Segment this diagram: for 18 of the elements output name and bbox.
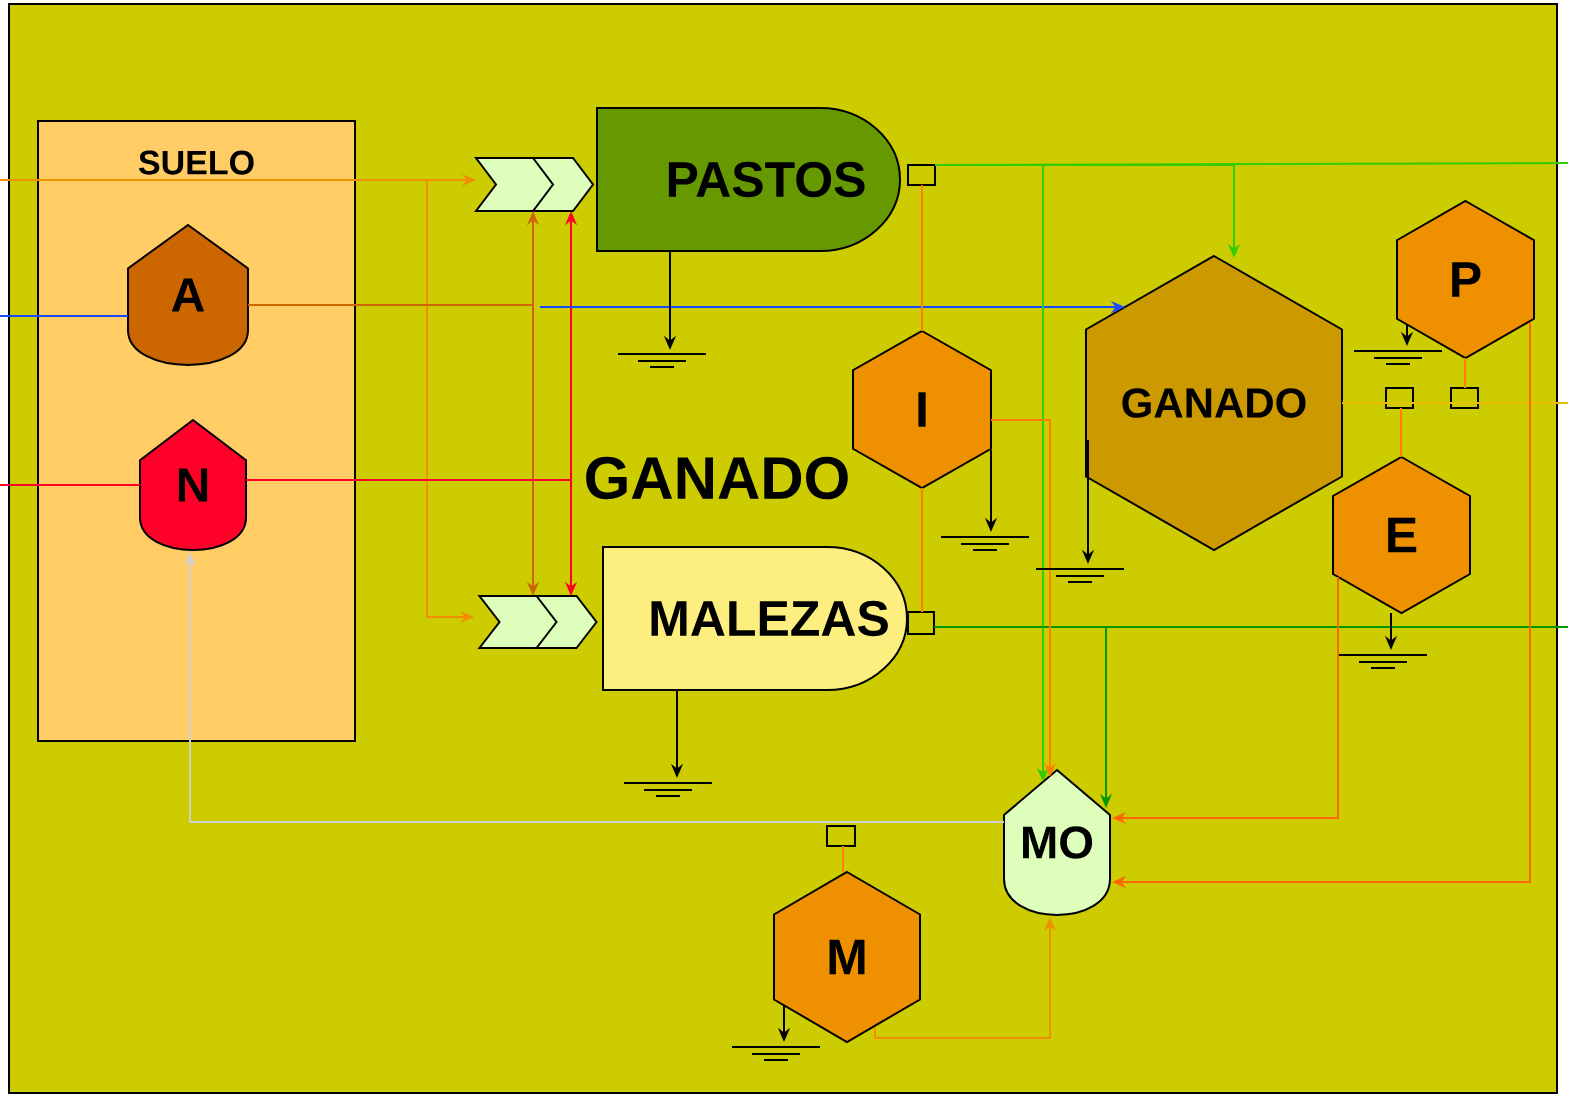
connector-line — [1464, 357, 1466, 389]
interaction-chevron — [474, 157, 595, 212]
storage-tank: A — [127, 224, 249, 366]
connector-line — [0, 484, 141, 486]
connector-line — [0, 315, 129, 317]
storage-tank: MO — [1003, 769, 1111, 916]
connector-line — [842, 845, 844, 873]
large-label: GANADO — [586, 456, 848, 500]
interaction-chevron — [477, 595, 598, 649]
interaction-square — [1450, 387, 1479, 409]
connector-line — [933, 626, 1569, 628]
connector-line — [921, 184, 923, 332]
storage-tank: N — [139, 419, 247, 551]
connector-line — [921, 487, 923, 613]
connector-line — [934, 162, 1569, 166]
interaction-square — [826, 825, 856, 847]
connector-line — [1400, 407, 1402, 458]
interaction-square — [1385, 387, 1414, 409]
